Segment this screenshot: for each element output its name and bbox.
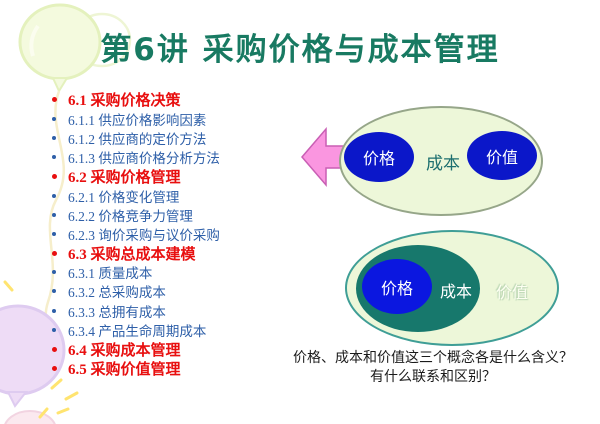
cost-label-bottom: 成本 bbox=[439, 284, 472, 301]
outline-item-label: 6.2.3 询价采购与议价采购 bbox=[68, 227, 220, 243]
outline-item: 6.2.3 询价采购与议价采购 bbox=[46, 224, 306, 243]
bullet-icon bbox=[46, 347, 62, 352]
outline-item-label: 6.2.1 价格变化管理 bbox=[68, 189, 180, 205]
outline-item-label: 6.3 采购总成本建模 bbox=[68, 246, 196, 263]
slide-title: 第6讲 采购价格与成本管理 bbox=[100, 32, 500, 68]
bullet-icon bbox=[46, 174, 62, 179]
bullet-icon bbox=[46, 328, 62, 332]
outline-item-label: 6.5 采购价值管理 bbox=[68, 361, 181, 378]
question-text: 价格、成本和价值这三个概念各是什么含义？ 有什么联系和区别？ bbox=[283, 349, 583, 387]
outline-list: 6.1 采购价格决策 6.1.1 供应价格影响因素 6.1.2 供应商的定价方法 6.… bbox=[46, 90, 306, 378]
value-label-top: 价值 bbox=[485, 149, 518, 167]
bullet-icon bbox=[46, 155, 62, 159]
sparkle-icon bbox=[3, 280, 79, 419]
outline-item-label: 6.1.3 供应商价格分析方法 bbox=[68, 151, 220, 167]
cost-label-top: 成本 bbox=[426, 154, 460, 173]
bullet-icon bbox=[46, 194, 62, 198]
balloon-top-left-icon bbox=[18, 3, 132, 345]
outline-item-label: 6.3.2 总采购成本 bbox=[68, 285, 166, 301]
outline-item: 6.1 采购价格决策 bbox=[46, 90, 306, 109]
outline-item: 6.1.1 供应价格影响因素 bbox=[46, 109, 306, 128]
bullet-icon bbox=[46, 117, 62, 121]
outline-item: 6.3.3 总拥有成本 bbox=[46, 301, 306, 320]
bullet-icon bbox=[46, 213, 62, 217]
question-line-2: 有什么联系和区别？ bbox=[370, 370, 496, 385]
outline-item: 6.1.2 供应商的定价方法 bbox=[46, 128, 306, 147]
outline-item: 6.3 采购总成本建模 bbox=[46, 244, 306, 263]
bullet-icon bbox=[46, 251, 62, 256]
price-label-bottom: 价格 bbox=[380, 280, 413, 298]
outline-item-label: 6.3.1 质量成本 bbox=[68, 266, 153, 282]
bullet-icon bbox=[46, 232, 62, 236]
outline-item-label: 6.2 采购价格管理 bbox=[68, 169, 181, 186]
outline-item-label: 6.1.1 供应价格影响因素 bbox=[68, 112, 207, 128]
outline-item-label: 6.3.3 总拥有成本 bbox=[68, 304, 166, 320]
bullet-icon bbox=[46, 270, 62, 274]
outline-item-label: 6.1.2 供应商的定价方法 bbox=[68, 131, 207, 147]
outline-item: 6.5 采购价值管理 bbox=[46, 359, 306, 378]
bullet-icon bbox=[46, 97, 62, 102]
value-ellipse-top: 价值 bbox=[467, 131, 537, 180]
outline-item: 6.1.3 供应商价格分析方法 bbox=[46, 148, 306, 167]
outline-item-label: 6.3.4 产品生命周期成本 bbox=[68, 323, 207, 339]
bullet-icon bbox=[46, 366, 62, 371]
bullet-icon bbox=[46, 309, 62, 313]
value-label-bottom: 价值 bbox=[495, 285, 528, 302]
price-label-top: 价格 bbox=[362, 151, 395, 168]
bullet-icon bbox=[46, 136, 62, 140]
outline-item-label: 6.1 采购价格决策 bbox=[68, 93, 181, 110]
outline-item: 6.3.4 产品生命周期成本 bbox=[46, 320, 306, 339]
outline-item-label: 6.4 采购成本管理 bbox=[68, 342, 181, 359]
outline-item: 6.4 采购成本管理 bbox=[46, 339, 306, 359]
outline-item: 6.3.2 总采购成本 bbox=[46, 282, 306, 301]
price-ellipse-bottom: 价格 bbox=[362, 259, 432, 314]
outline-item: 6.2.2 价格竞争力管理 bbox=[46, 205, 306, 224]
outline-item: 6.2.1 价格变化管理 bbox=[46, 186, 306, 205]
outline-item-label: 6.2.2 价格竞争力管理 bbox=[68, 208, 193, 224]
outline-item: 6.2 采购价格管理 bbox=[46, 167, 306, 186]
price-ellipse-top: 价格 bbox=[344, 132, 414, 182]
question-line-1: 价格、成本和价值这三个概念各是什么含义？ bbox=[293, 351, 573, 366]
bullet-icon bbox=[46, 289, 62, 293]
outline-item: 6.3.1 质量成本 bbox=[46, 263, 306, 282]
